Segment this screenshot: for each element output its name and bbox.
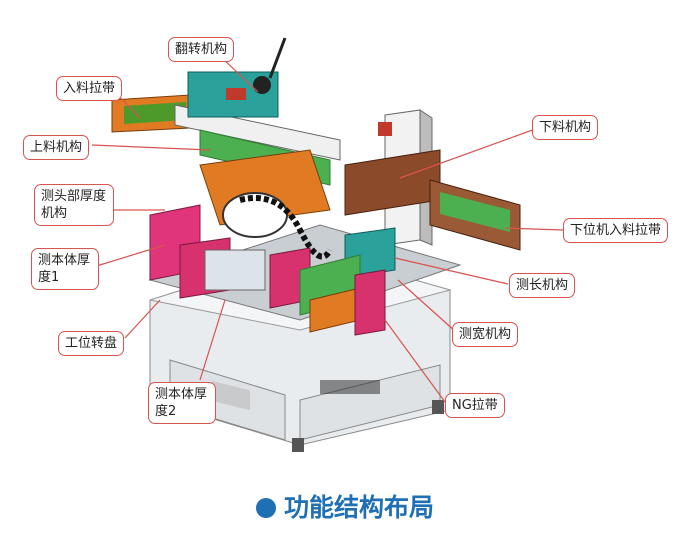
callout-downstream-feed-belt: 下位机入料拉带 (563, 218, 669, 243)
callout-length-mechanism: 测长机构 (509, 273, 576, 298)
section-title: 功能结构布局 (0, 488, 690, 524)
callout-head-thickness: 测头部厚度机构 (34, 184, 114, 226)
callout-body-thickness-1: 测本体厚度1 (31, 248, 99, 290)
callout-body-thickness-2: 测本体厚度2 (148, 382, 216, 424)
callout-ng-belt: NG拉带 (445, 393, 505, 418)
section-title-text: 功能结构布局 (283, 493, 434, 522)
callout-width-mechanism: 测宽机构 (452, 322, 519, 347)
callout-feed-belt: 入料拉带 (56, 76, 123, 101)
callout-turntable: 工位转盘 (58, 331, 125, 356)
callout-unloading-mechanism: 下料机构 (532, 115, 599, 140)
callout-flip-mechanism: 翻转机构 (168, 37, 235, 62)
bullet-dot-icon (255, 498, 276, 518)
callout-loading-mechanism: 上料机构 (23, 135, 90, 160)
